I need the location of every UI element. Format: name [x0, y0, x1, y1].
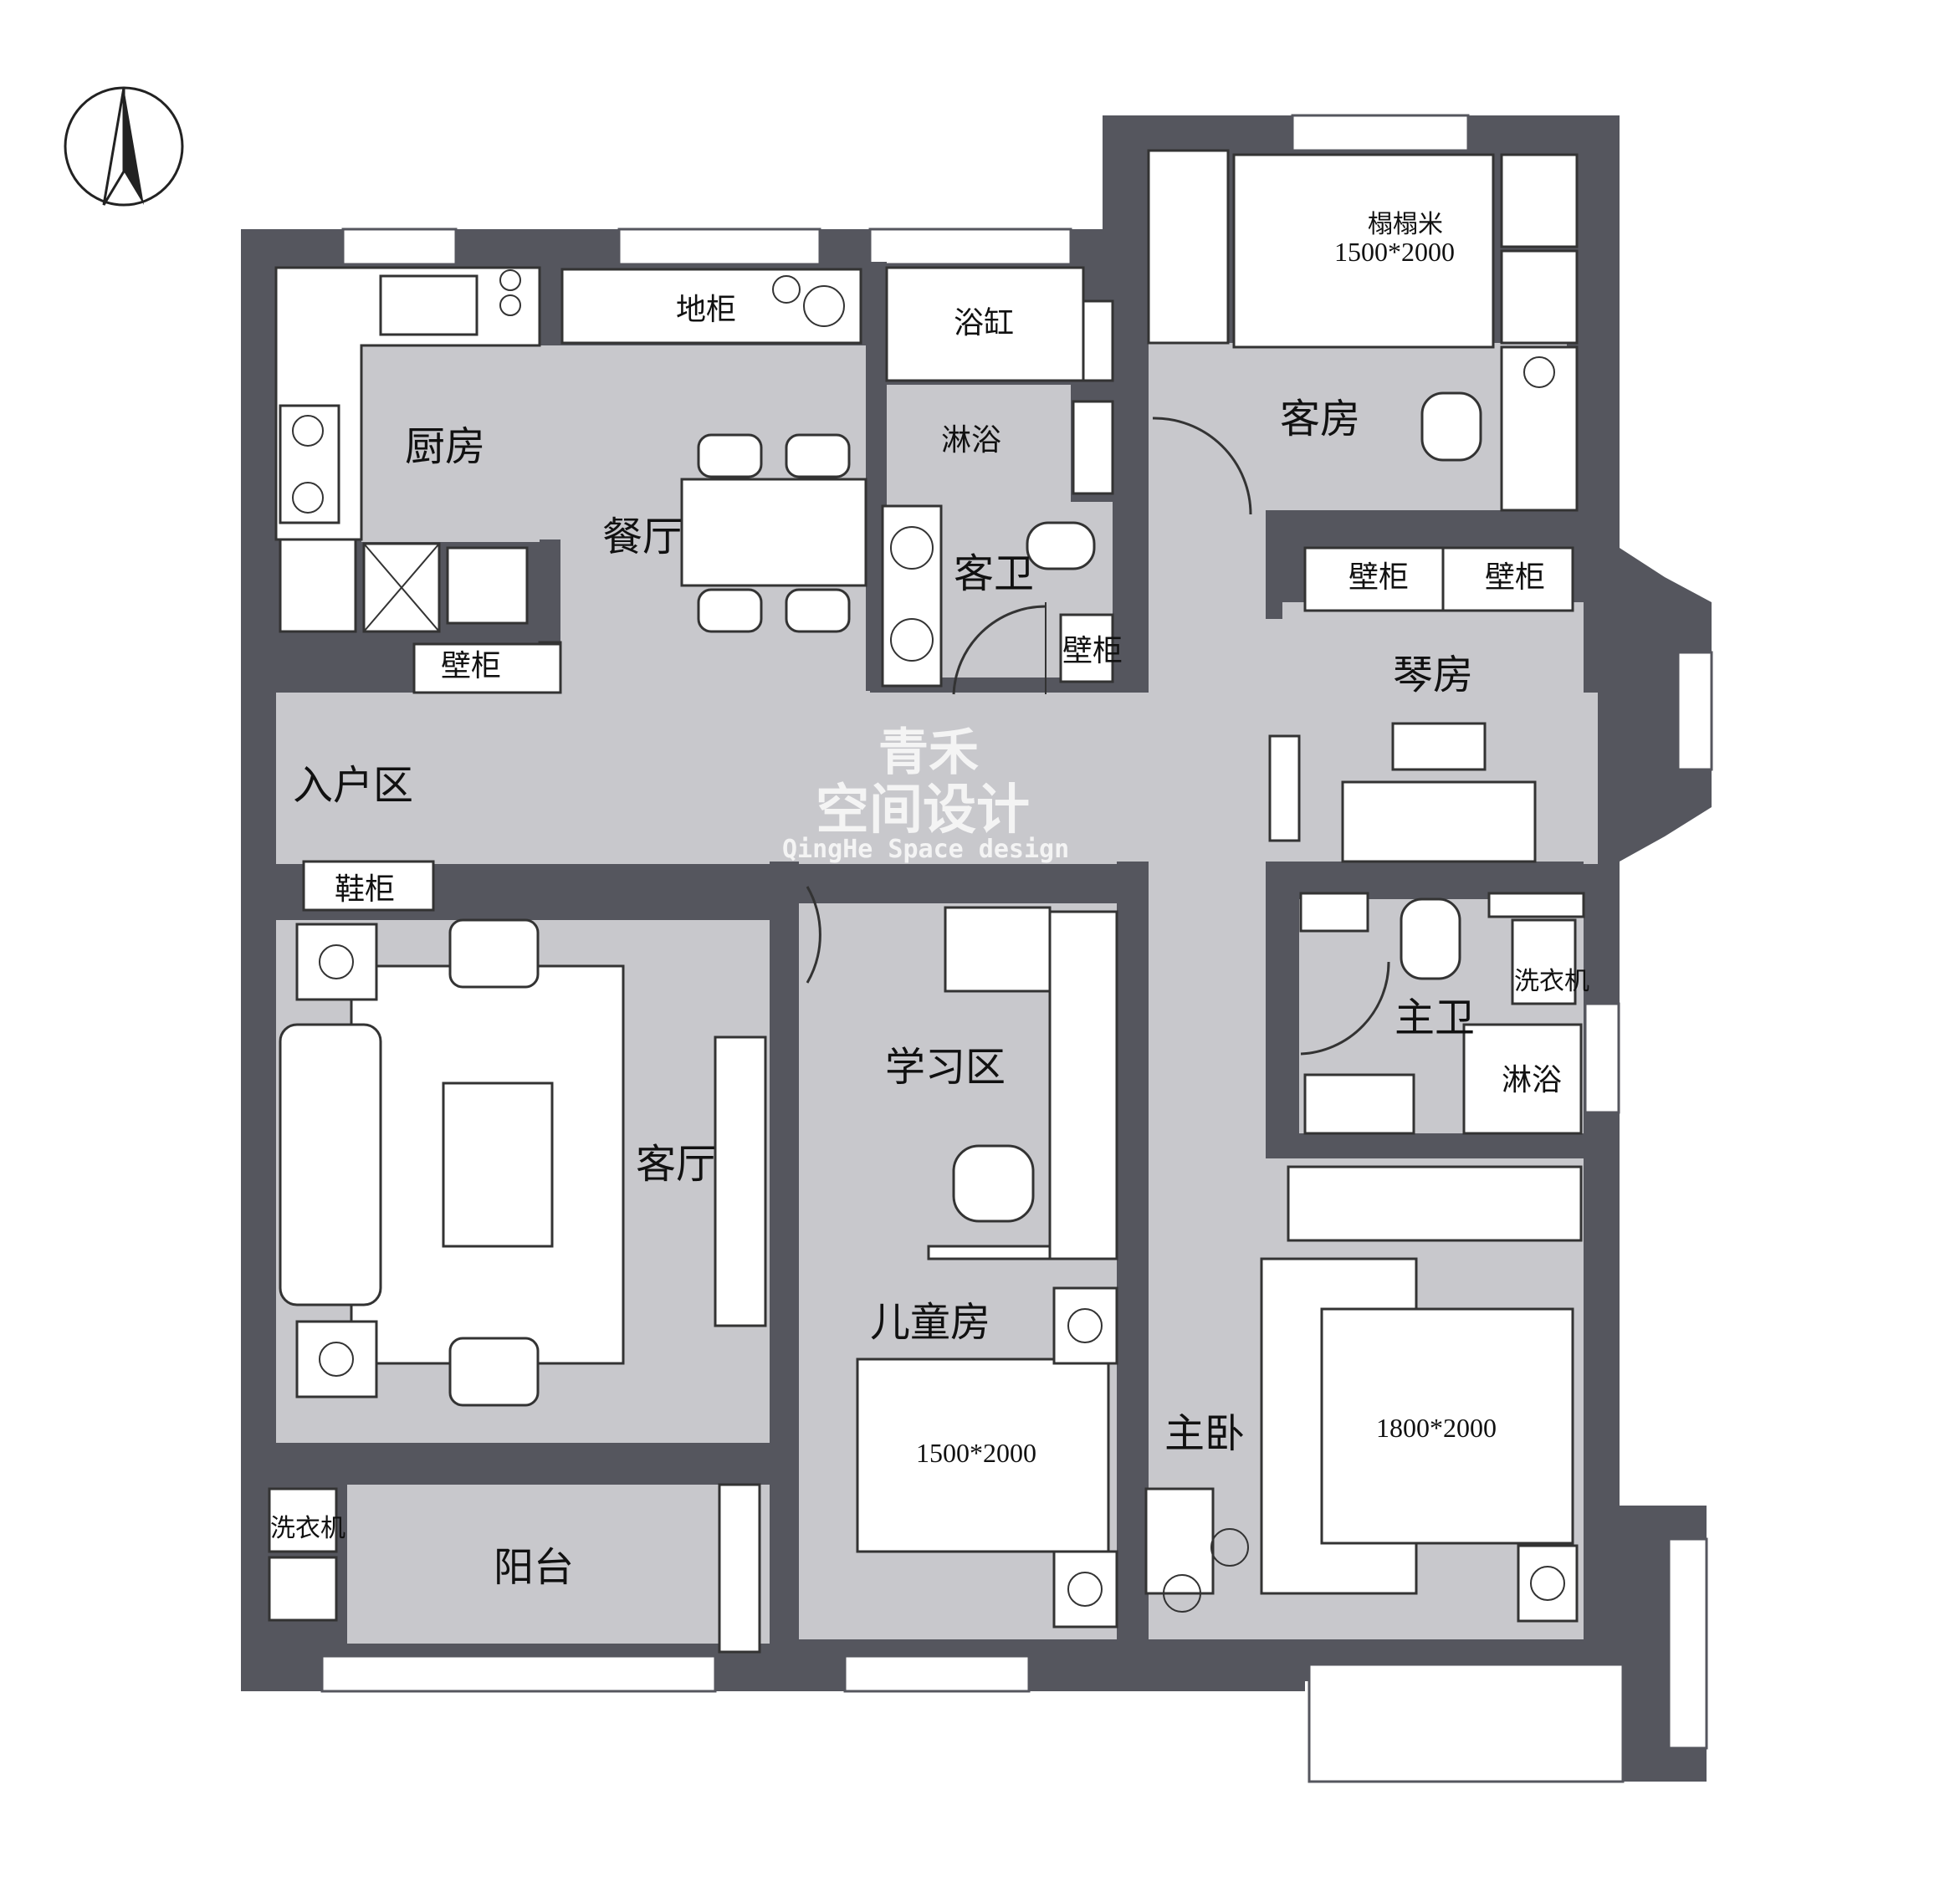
guest-bath-furniture	[881, 266, 1114, 695]
shoe-cabinet	[302, 860, 435, 912]
master-bath-furniture	[1299, 892, 1585, 1135]
floor-kitchen	[361, 345, 560, 542]
piano-bench	[1391, 722, 1487, 771]
label-bathtub: 浴缸	[954, 306, 1014, 340]
watermark-line1: 青禾	[878, 724, 979, 782]
wardrobe	[1048, 910, 1118, 1260]
kitchen-furniture	[274, 266, 541, 633]
kids-bed	[856, 1358, 1110, 1553]
dim-kids-bed: 1500*2000	[916, 1438, 1036, 1468]
label-guest-room: 客房	[1280, 396, 1360, 442]
sofa	[279, 1023, 382, 1306]
floor-guest-room	[1149, 343, 1567, 510]
dining-furniture	[412, 268, 867, 694]
watermark-line3: QingHe Space design	[782, 835, 1069, 864]
label-tatami: 榻榻米	[1368, 210, 1443, 239]
north-arrow-icon	[64, 86, 184, 207]
watermark-line2: 空间设计	[816, 780, 1030, 841]
washer-master	[1511, 918, 1577, 1005]
label-dining: 餐厅	[602, 514, 683, 560]
sink-icon	[379, 274, 478, 336]
label-guest-bath: 客卫	[954, 550, 1034, 597]
kids-room-furniture	[856, 1286, 1118, 1629]
armchair-icon	[1420, 391, 1482, 462]
label-kids-room: 儿童房	[870, 1299, 990, 1346]
label-balcony: 阳台	[494, 1544, 574, 1591]
floor-cabinet	[560, 268, 862, 345]
watermark: 青禾 空间设计 QingHe Space design	[782, 724, 1069, 864]
label-washer-balcony: 洗衣机	[270, 1514, 345, 1543]
plant-icon	[772, 275, 801, 304]
lamp-icon	[1523, 356, 1555, 388]
bathtub	[885, 266, 1085, 382]
floor-shower	[887, 385, 1071, 502]
balcony-furniture	[268, 1483, 761, 1654]
fixture-labels: 地柜 浴缸 淋浴 壁柜 壁柜 壁柜 壁柜 鞋柜 洗衣机 淋浴 洗衣机 榻榻米	[270, 210, 1589, 1543]
label-shower-master: 淋浴	[1502, 1063, 1562, 1097]
label-master-bath: 主卫	[1395, 995, 1475, 1041]
master-wardrobe	[1287, 1165, 1583, 1242]
label-wall-cabinet-kitchen: 壁柜	[441, 649, 501, 683]
windows	[320, 114, 1713, 1783]
vanity	[881, 504, 943, 688]
tv-cabinet	[714, 1035, 767, 1327]
dim-master-bed: 1800*2000	[1376, 1413, 1497, 1443]
piano-room-furniture	[1268, 546, 1574, 863]
label-living: 客厅	[636, 1141, 716, 1188]
label-wall-cabinet-piano-2: 壁柜	[1485, 560, 1545, 595]
label-shower-guest: 淋浴	[941, 423, 1001, 458]
washer-balcony	[268, 1487, 338, 1553]
toilet-icon	[1400, 897, 1461, 980]
label-kitchen: 厨房	[405, 423, 485, 470]
label-entry: 入户区	[293, 762, 413, 809]
label-shoe-cabinet: 鞋柜	[335, 872, 395, 907]
armchair-icon	[952, 1144, 1035, 1223]
room-labels: 厨房 餐厅 客卫 客房 琴房 入户区 客厅 学习区 儿童房 主卫 主卧 阳台	[293, 396, 1475, 1591]
master-bed	[1320, 1307, 1574, 1545]
bed-dimensions: 1500*2000 1500*2000 1800*2000	[916, 237, 1497, 1468]
label-piano-room: 琴房	[1393, 652, 1473, 698]
dining-table	[680, 478, 867, 587]
label-study: 学习区	[885, 1044, 1006, 1091]
plant-icon	[803, 285, 845, 327]
interior-walls	[241, 229, 1584, 1691]
study-furniture	[806, 886, 1118, 1260]
label-wall-cabinet-bath: 壁柜	[1062, 634, 1123, 668]
stove-icon	[279, 404, 340, 524]
tatami-bed	[1232, 153, 1495, 349]
label-wall-cabinet-piano-1: 壁柜	[1348, 560, 1409, 595]
dim-tatami: 1500*2000	[1334, 237, 1455, 267]
toilet-icon	[1026, 521, 1096, 570]
floor-balcony	[347, 1485, 770, 1644]
label-floor-cabinet: 地柜	[676, 293, 736, 327]
living-room-furniture	[279, 860, 767, 1407]
piano-icon	[1341, 780, 1537, 863]
label-master-bed: 主卧	[1164, 1410, 1245, 1457]
wall-cabinet-piano-1	[1303, 546, 1445, 612]
guest-room-furniture	[1147, 149, 1579, 515]
coffee-table	[442, 1081, 554, 1248]
label-washer-master: 洗衣机	[1514, 967, 1589, 996]
master-bed-furniture	[1144, 1165, 1583, 1623]
wall-cabinet-piano-2	[1441, 546, 1574, 612]
